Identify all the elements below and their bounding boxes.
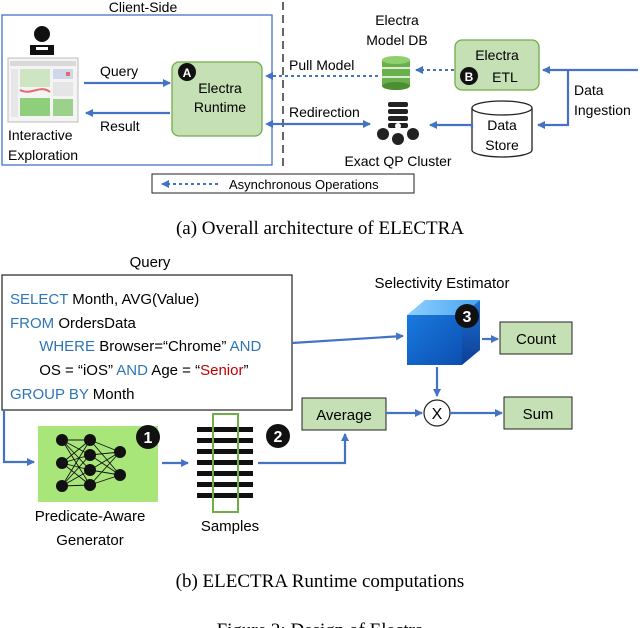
sql-keyword: SELECT xyxy=(10,291,68,308)
sql-keyword: WHERE xyxy=(39,338,95,355)
interactive-exploration-label-line2: Exploration xyxy=(8,147,78,163)
dashboard-thumbnail-icon xyxy=(7,57,79,123)
badge-3-label: 3 xyxy=(463,309,472,326)
sql-keyword: AND xyxy=(230,338,262,355)
sql-text: OS = “iOS” xyxy=(39,362,116,379)
samples-to-average-arrow xyxy=(258,433,349,465)
sql-text: ” xyxy=(243,362,248,379)
figure-caption: Figure 2: Design of Electra xyxy=(217,620,424,628)
sql-query-box xyxy=(1,274,293,411)
caption-b: (b) ELECTRA Runtime computations xyxy=(176,571,465,592)
generator-label-line2: Generator xyxy=(56,532,124,549)
average-label: Average xyxy=(316,407,372,424)
badge-b xyxy=(460,67,478,85)
average-box xyxy=(301,397,387,431)
sql-text: Month xyxy=(89,386,135,403)
cluster-label: Exact QP Cluster xyxy=(344,153,451,169)
part-b-runtime: Query SELECT Month, AVG(Value) FROM Orde… xyxy=(1,254,573,592)
sql-line-3: WHERE Browser=“Chrome” AND xyxy=(10,338,282,355)
badge-1 xyxy=(136,425,160,449)
generator-label-line1: Predicate-Aware xyxy=(35,508,146,525)
model-db-icon xyxy=(382,56,410,90)
electra-runtime-label-line2: Runtime xyxy=(194,99,246,115)
query-to-selectivity-arrow xyxy=(291,332,404,345)
data-store-label-line2: Store xyxy=(485,137,519,153)
data-store-label-line1: Data xyxy=(487,117,517,133)
sql-text: Month, AVG(Value) xyxy=(68,291,199,308)
multiply-label: X xyxy=(432,406,443,423)
electra-etl-label-line2: ETL xyxy=(492,69,518,85)
sql-line-5: GROUP BY Month xyxy=(10,386,135,403)
samples-label: Samples xyxy=(201,518,259,535)
sql-text: Browser=“Chrome” xyxy=(95,338,230,355)
data-ingestion-label-line2: Ingestion xyxy=(574,102,631,118)
badge-1-label: 1 xyxy=(144,430,153,447)
sum-label: Sum xyxy=(523,406,554,423)
part-a-architecture: Client-Side Interactive Exploration xyxy=(1,0,638,239)
sql-line-1: SELECT Month, AVG(Value) xyxy=(10,291,199,308)
badge-b-label: B xyxy=(465,70,474,84)
sql-line-2: FROM OrdersData xyxy=(10,315,137,332)
sql-text: OrdersData xyxy=(54,315,136,332)
selectivity-label: Selectivity Estimator xyxy=(374,275,509,292)
badge-a xyxy=(178,63,196,81)
user-icon xyxy=(30,26,54,55)
client-side-box xyxy=(1,14,273,166)
neural-network-nodes xyxy=(56,434,126,492)
electra-runtime-box xyxy=(171,61,263,137)
cluster-icon xyxy=(377,102,419,145)
sql-value-highlight: Senior xyxy=(200,362,243,379)
redirection-label: Redirection xyxy=(289,104,360,120)
sql-line-4: OS = “iOS” AND Age = “Senior” xyxy=(10,362,269,379)
badge-a-label: A xyxy=(183,66,192,80)
count-label: Count xyxy=(516,331,557,348)
model-db-label-line1: Electra xyxy=(375,12,419,28)
store-to-cluster-arrow xyxy=(429,121,474,129)
caption-a: (a) Overall architecture of ELECTRA xyxy=(176,218,464,239)
query-to-generator-arrow xyxy=(2,410,35,466)
electra-runtime-label-line1: Electra xyxy=(198,80,242,96)
interactive-exploration-label-line1: Interactive xyxy=(8,127,73,143)
sum-box xyxy=(503,396,573,430)
model-db-label-line2: Model DB xyxy=(366,32,427,48)
client-side-label: Client-Side xyxy=(109,0,178,15)
badge-2-label: 2 xyxy=(274,429,283,446)
sql-keyword: AND xyxy=(116,362,148,379)
legend-box xyxy=(151,173,415,194)
data-ingestion-label-line1: Data xyxy=(574,82,604,98)
selectivity-cube-icon xyxy=(407,300,480,365)
pull-model-label: Pull Model xyxy=(289,57,354,73)
sql-keyword: GROUP BY xyxy=(10,386,89,403)
ingestion-to-store-arrow xyxy=(537,70,570,129)
sql-text: Age = “ xyxy=(148,362,200,379)
samples-icon xyxy=(197,427,253,498)
electra-etl-label-line1: Electra xyxy=(475,47,519,63)
badge-3 xyxy=(455,304,479,328)
sql-keyword: FROM xyxy=(10,315,54,332)
result-label: Result xyxy=(100,118,140,134)
query-label: Query xyxy=(100,63,138,79)
count-box xyxy=(499,321,573,355)
badge-2 xyxy=(266,424,290,448)
legend-label: Asynchronous Operations xyxy=(229,177,379,192)
data-store-icon xyxy=(471,100,533,158)
query-title: Query xyxy=(130,254,171,271)
samples-column-highlight xyxy=(212,413,239,513)
